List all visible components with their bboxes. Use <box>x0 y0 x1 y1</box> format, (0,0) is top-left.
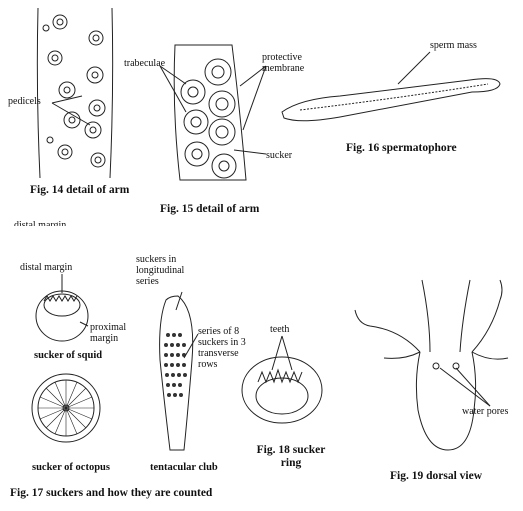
fig15-label-trabeculae: trabeculae <box>124 58 165 69</box>
fig17-octopus-sucker-drawing <box>32 374 100 442</box>
fig16-label-sperm-mass: sperm mass <box>430 40 477 51</box>
fig17-label-sucker-of-octopus: sucker of octopus <box>32 462 110 473</box>
fig17-label-tentacular-club: tentacular club <box>150 462 218 473</box>
fig17-label-sucker-of-squid: sucker of squid <box>34 350 102 361</box>
fig16-caption: Fig. 16 spermatophore <box>346 142 457 154</box>
fig17-label-proximal-margin: proximal margin <box>90 322 136 344</box>
fig19-caption: Fig. 19 dorsal view <box>390 470 482 482</box>
fig18-caption: Fig. 18 sucker ring <box>256 444 326 470</box>
fig15-label-protective-membrane: protective membrane <box>262 52 322 74</box>
fig14-label-pedicels: pedicels <box>8 96 41 107</box>
stray-distal-margin-text: distal margin <box>14 220 66 226</box>
fig17-caption: Fig. 17 suckers and how they are counted <box>10 487 212 499</box>
fig14-suckers <box>43 15 105 167</box>
fig17-squid-sucker-drawing <box>36 274 88 341</box>
fig14-arm-drawing <box>37 8 112 178</box>
fig15-caption: Fig. 15 detail of arm <box>160 203 259 215</box>
fig17-tentacular-club-drawing <box>160 292 198 450</box>
fig15-arm-drawing <box>160 45 266 180</box>
fig14-caption: Fig. 14 detail of arm <box>30 184 129 196</box>
fig18-sucker-ring-drawing <box>242 336 322 423</box>
fig19-label-water-pores: water pores <box>462 406 508 417</box>
fig17-club-suckers <box>164 333 187 397</box>
fig17-label-transverse: series of 8 suckers in 3 transverse rows <box>198 326 250 370</box>
fig19-dorsal-view-drawing <box>355 280 508 450</box>
fig17-label-longitudinal: suckers in longitudinal series <box>136 254 196 287</box>
fig15-label-sucker: sucker <box>266 150 292 161</box>
fig18-label-teeth: teeth <box>270 324 289 335</box>
fig15-suckers <box>181 59 236 178</box>
fig17-label-distal-margin: distal margin <box>20 262 72 273</box>
